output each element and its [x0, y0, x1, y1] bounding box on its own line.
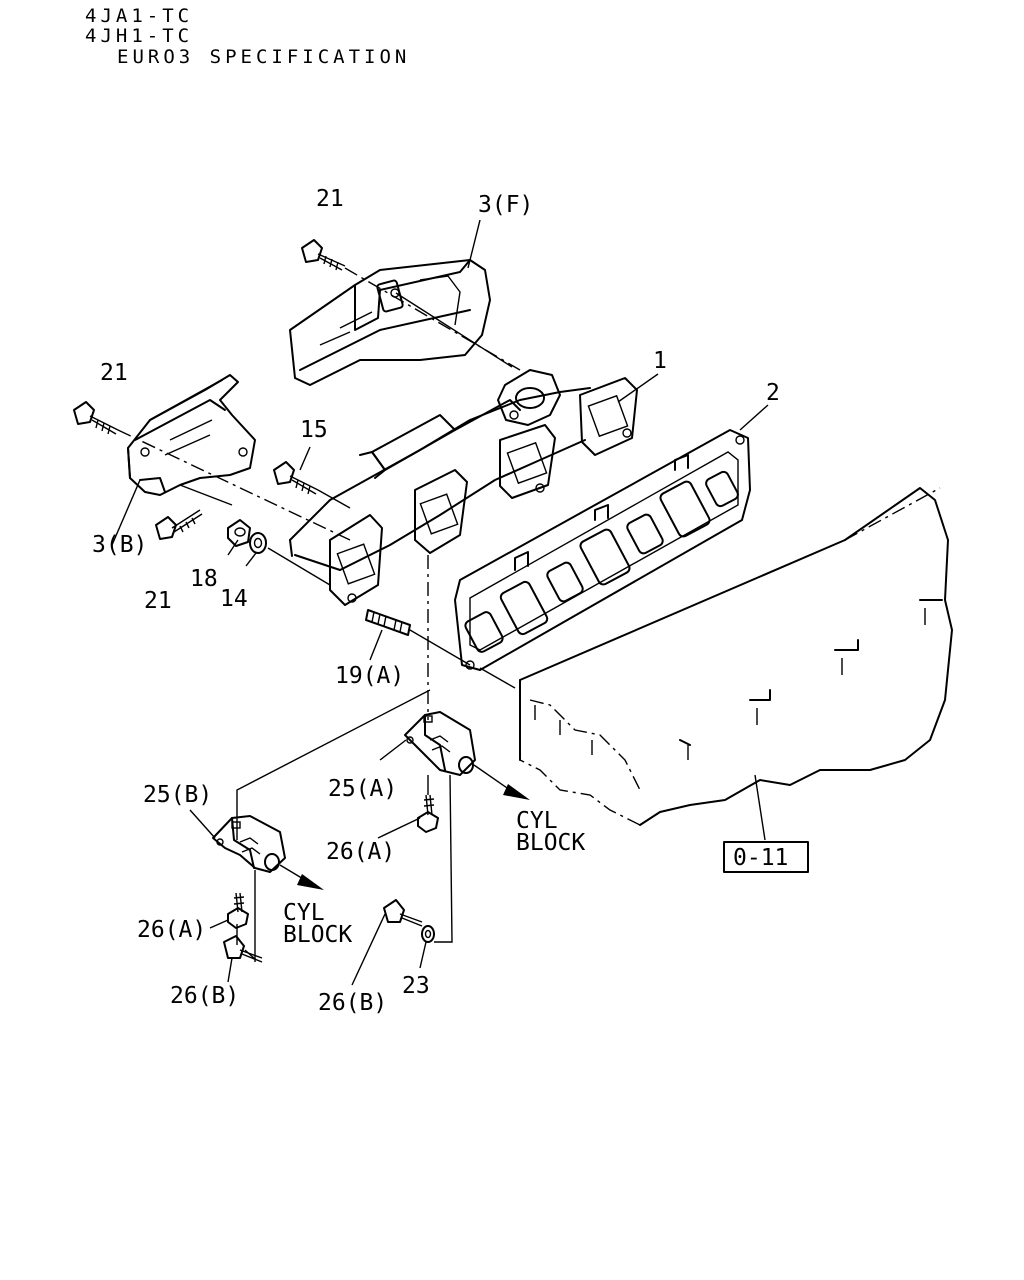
callout-3b: 3(B) — [92, 532, 147, 558]
callout-14: 14 — [220, 586, 248, 612]
heat-shield-front — [289, 259, 491, 386]
model-line-1: 4JA1-TC — [85, 5, 194, 27]
callout-26a-right: 26(A) — [326, 839, 395, 865]
callout-1: 1 — [653, 348, 667, 374]
callout-21-left: 21 — [100, 360, 128, 386]
reference-box[interactable]: 0-11 — [723, 841, 809, 873]
callout-21-bottom: 21 — [144, 588, 172, 614]
cyl-block-label-2a: CYL — [283, 900, 325, 926]
callout-25a: 25(A) — [328, 776, 397, 802]
washer-icon — [421, 925, 435, 943]
cyl-block-label-2b: BLOCK — [283, 922, 352, 948]
bracket-25a — [404, 711, 476, 776]
bolt-icon — [383, 899, 423, 927]
leader-lines — [111, 219, 769, 986]
bolt-icon — [301, 239, 346, 271]
callout-25b: 25(B) — [143, 782, 212, 808]
model-line-2: 4JH1-TC — [85, 25, 194, 47]
callout-labels: 21 3(F) 1 2 21 15 3(B) 21 18 14 19(A) 25… — [92, 186, 780, 1016]
assembly-lines — [117, 267, 521, 962]
stud-icon — [365, 609, 411, 636]
cyl-block-label-1b: BLOCK — [516, 830, 585, 856]
bracket-25b — [212, 815, 286, 873]
bolt-icon — [223, 935, 263, 963]
exhaust-manifold — [289, 369, 638, 606]
nut-icon — [227, 519, 251, 547]
callout-23: 23 — [402, 973, 430, 999]
arrow-icon — [473, 764, 530, 800]
callout-26a-left: 26(A) — [137, 917, 206, 943]
callout-3f: 3(F) — [478, 192, 533, 218]
cylinder-head — [519, 487, 953, 841]
callout-26b-right: 26(B) — [318, 990, 387, 1016]
callout-2: 2 — [766, 380, 780, 406]
reference-label: 0-11 — [733, 845, 788, 871]
spec-line: EURO3 SPECIFICATION — [117, 46, 411, 68]
washer-icon — [249, 532, 267, 554]
cyl-block-label-1a: CYL — [516, 808, 558, 834]
callout-18: 18 — [190, 566, 218, 592]
bolt-icon — [73, 401, 119, 435]
bolt-icon — [155, 509, 203, 540]
arrow-icon — [279, 864, 324, 890]
heat-shield-back — [127, 374, 256, 496]
callout-21-top: 21 — [316, 186, 344, 212]
bolt-icon — [227, 892, 249, 929]
bolt-icon — [417, 794, 439, 833]
callout-19a: 19(A) — [335, 663, 404, 689]
bolt-icon — [273, 461, 319, 495]
exhaust-gasket — [454, 429, 751, 671]
callout-15: 15 — [300, 417, 328, 443]
callout-26b-left: 26(B) — [170, 983, 239, 1009]
